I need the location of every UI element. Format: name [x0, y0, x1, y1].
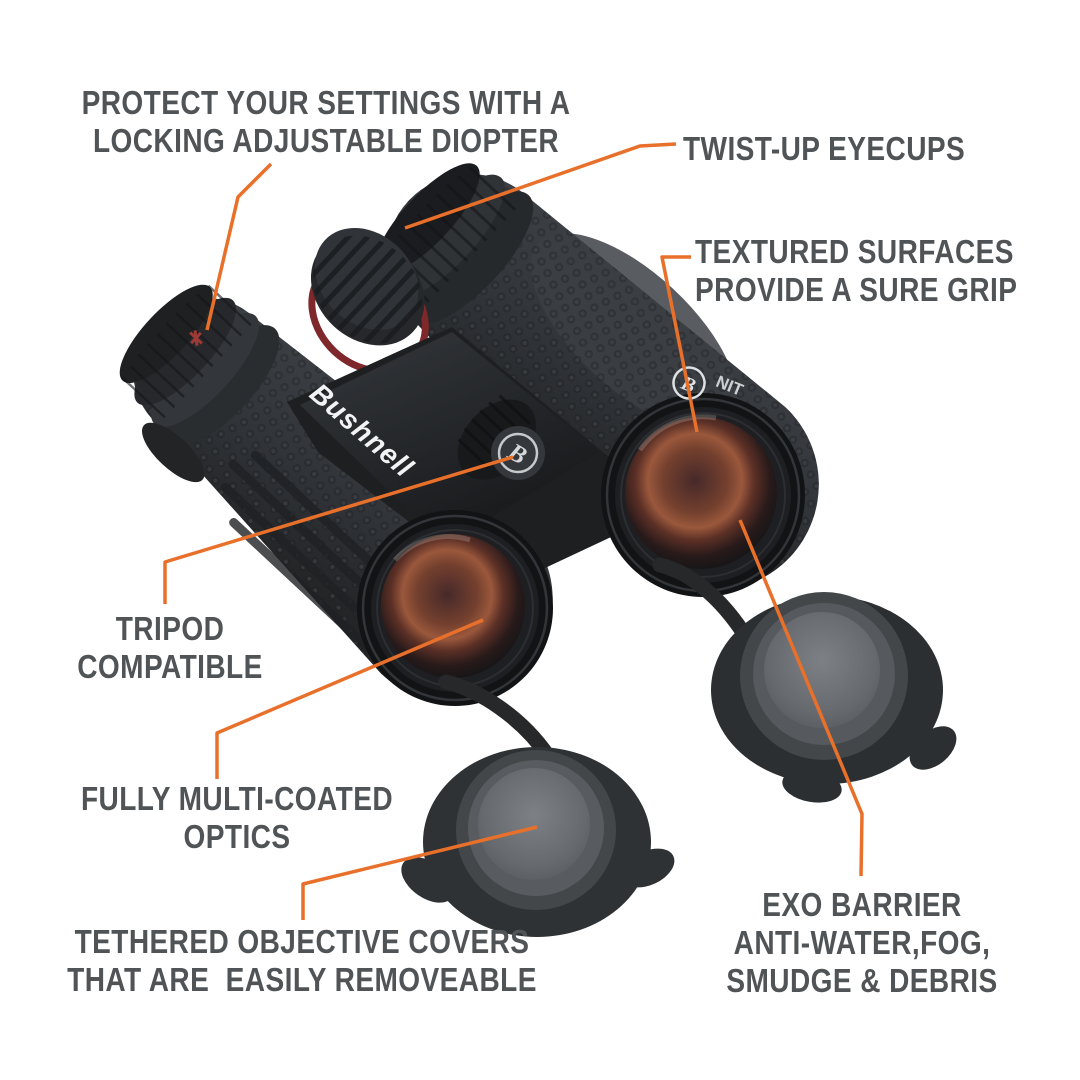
- leader-line-textured: [660, 255, 699, 433]
- callout-tripod: TRIPOD COMPATIBLE: [77, 610, 263, 685]
- left-objective-cover: [401, 674, 675, 937]
- right-cover-strap: [652, 557, 756, 648]
- barrel-badge-ring: [672, 366, 706, 400]
- diopter-index-mark: [189, 330, 203, 346]
- hinge-logo-ring: [497, 432, 539, 474]
- callout-optics: FULLY MULTI-COATED OPTICS: [80, 780, 394, 855]
- hinge-knob: B: [457, 394, 545, 480]
- callout-exo: EXO BARRIER ANTI-WATER,FOG, SMUDGE & DEB…: [726, 886, 998, 999]
- leader-line-optics: [215, 618, 484, 779]
- tripod-socket-bump: [141, 422, 205, 483]
- callout-diopter: PROTECT YOUR SETTINGS WITH A LOCKING ADJ…: [81, 84, 571, 159]
- right-objective-cover: [652, 557, 957, 803]
- callout-textured: TEXTURED SURFACES PROVIDE A SURE GRIP: [695, 233, 1018, 308]
- callout-eyecups: TWIST-UP EYECUPS: [683, 130, 966, 167]
- objective-lens-left: [357, 510, 553, 706]
- callout-covers: TETHERED OBJECTIVE COVERS THAT ARE EASIL…: [67, 923, 537, 998]
- focus-wheel: [296, 218, 438, 375]
- leader-line-covers: [301, 825, 538, 920]
- left-cover-strap: [438, 674, 556, 764]
- objective-lens-right: [601, 393, 805, 597]
- leader-line-tripod: [163, 455, 514, 604]
- leader-line-eyecups: [404, 142, 677, 230]
- leader-line-diopter: [205, 162, 273, 331]
- leader-line-exo: [738, 519, 864, 877]
